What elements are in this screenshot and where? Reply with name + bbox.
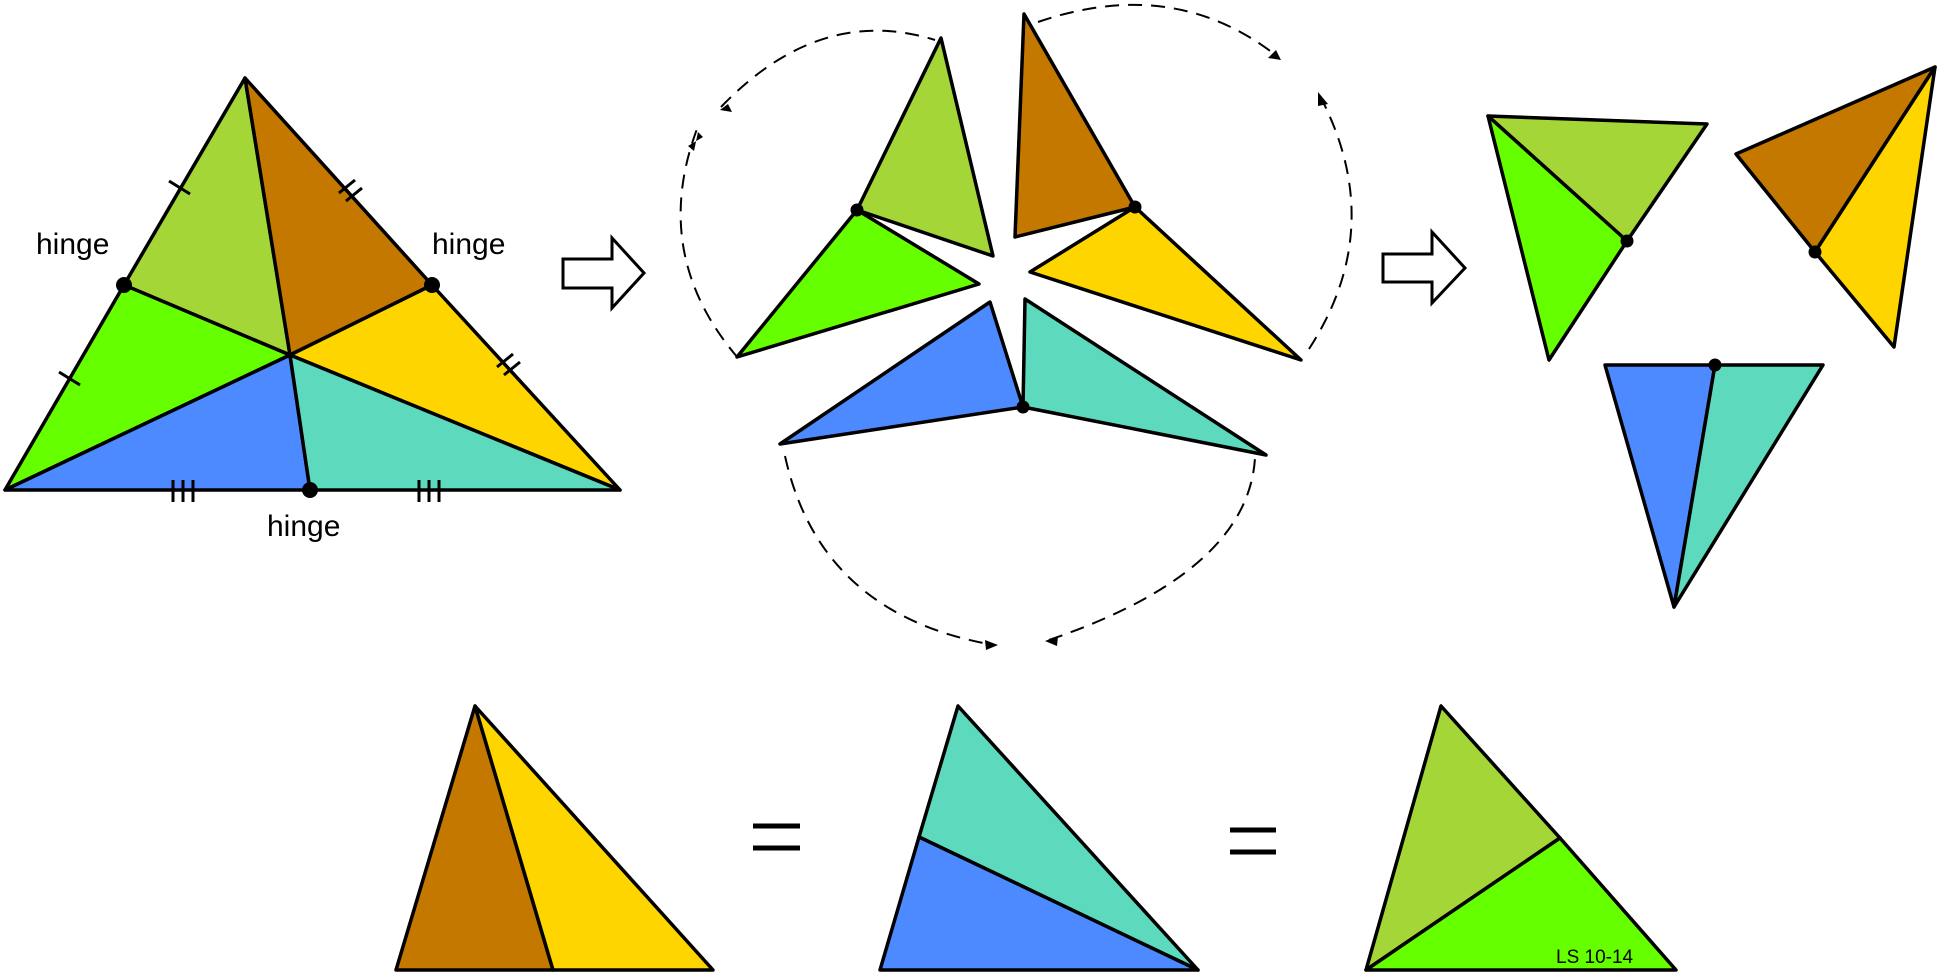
tick-double-upper-a [338, 178, 356, 195]
hinge-point-left [116, 277, 132, 293]
rotation-path-bottom-left [784, 455, 995, 646]
rotating-pieces-group [679, 3, 1353, 650]
result-hinge-blue [1708, 358, 1722, 372]
rotation-path-right-top [1037, 3, 1279, 58]
rotation-arrowhead-3 [1268, 50, 1281, 60]
transform-arrow-1 [561, 234, 647, 312]
rotation-arrowhead-1 [688, 132, 703, 151]
transform-arrow-2 [1381, 228, 1468, 307]
equality-row-group: LS 10-14 [394, 704, 1678, 972]
rotation-path-left-top [720, 29, 936, 108]
hinge-label-left: hinge [36, 228, 109, 261]
swing-piece-brown [1013, 12, 1137, 239]
swing-piece-bright-green [735, 208, 981, 359]
rotation-arrowhead-6 [1045, 636, 1058, 646]
pair-blue [878, 835, 1200, 972]
swing-piece-yellow [1028, 205, 1303, 362]
rotation-arrowhead-2 [720, 104, 732, 112]
pair-bright-green [1364, 836, 1678, 972]
rotation-path-right [1304, 95, 1353, 356]
reassembled-triangles-group [1486, 65, 1937, 609]
hinge-point-bottom [302, 482, 318, 498]
rotation-arrowhead-5 [985, 640, 998, 650]
result-piece-yellow [1813, 65, 1937, 349]
swing-hinge-bottom [1016, 400, 1030, 414]
rotation-path-bottom-right [1048, 457, 1256, 641]
tick-single-lower [58, 370, 81, 387]
hinge-label-bottom: hinge [267, 510, 340, 543]
swing-piece-light-green [855, 36, 995, 258]
tick-single-upper [168, 179, 191, 196]
result-piece-bright-green [1486, 114, 1629, 362]
result-piece-teal [1672, 363, 1825, 609]
original-triangle-group: hinge hinge hinge [3, 76, 622, 543]
hinge-label-right: hinge [432, 228, 505, 261]
swing-hinge-left [850, 203, 864, 217]
tick-double-lower-a [496, 352, 514, 369]
swing-piece-teal [1021, 297, 1268, 457]
hinge-point-right [424, 277, 440, 293]
pair-yellow [473, 704, 715, 972]
swing-hinge-right [1128, 200, 1142, 214]
rotation-path-left [679, 128, 739, 359]
credit-label: LS 10-14 [1556, 947, 1634, 968]
result-hinge-brown [1808, 245, 1822, 259]
swing-piece-blue [778, 300, 1025, 446]
result-hinge-green [1620, 234, 1634, 248]
rotation-arrowhead-4 [1318, 92, 1328, 106]
piece-teal [288, 353, 622, 492]
tick-double-lower-b [503, 360, 521, 377]
tick-double-upper-b [345, 186, 363, 203]
